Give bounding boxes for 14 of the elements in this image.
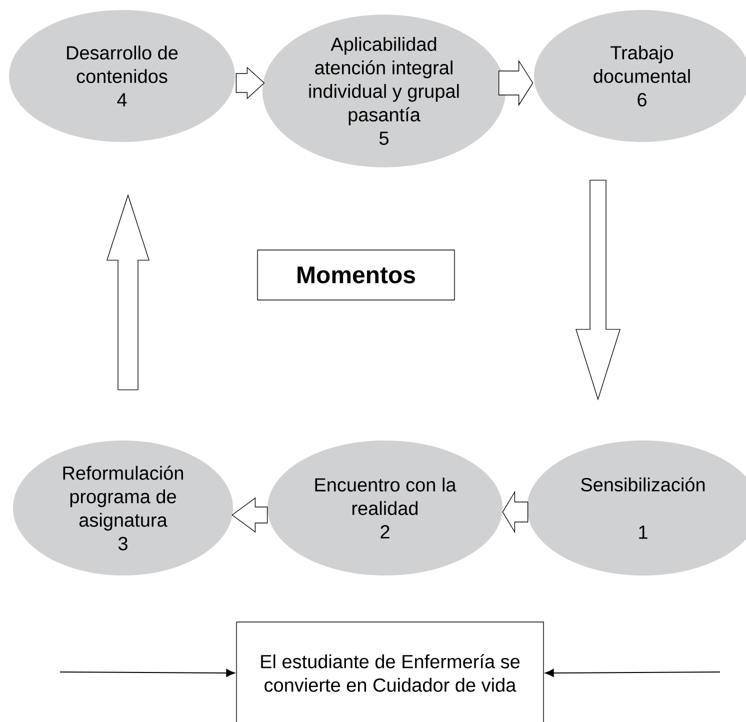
text-box: El estudiante de Enfermería se convierte en Cuidador de vida (236, 622, 544, 722)
arrow (545, 668, 721, 677)
ellipse-node: Encuentro con la realidad 2 (268, 440, 502, 576)
ellipse-node: Reformulación programa de asignatura 3 (13, 440, 233, 576)
block-arrow (236, 66, 265, 100)
block-arrow (576, 180, 620, 400)
block-arrow (106, 194, 150, 390)
ellipse-node: Desarrollo de contenidos 4 (9, 10, 235, 142)
block-arrow (498, 60, 534, 106)
title-box: Momentos (257, 250, 455, 300)
ellipse-node: Aplicabilidad atención integral individual y grupal pasantía 5 (262, 14, 506, 168)
block-arrow (502, 490, 528, 534)
arrow (60, 668, 235, 677)
block-arrow (232, 497, 268, 533)
